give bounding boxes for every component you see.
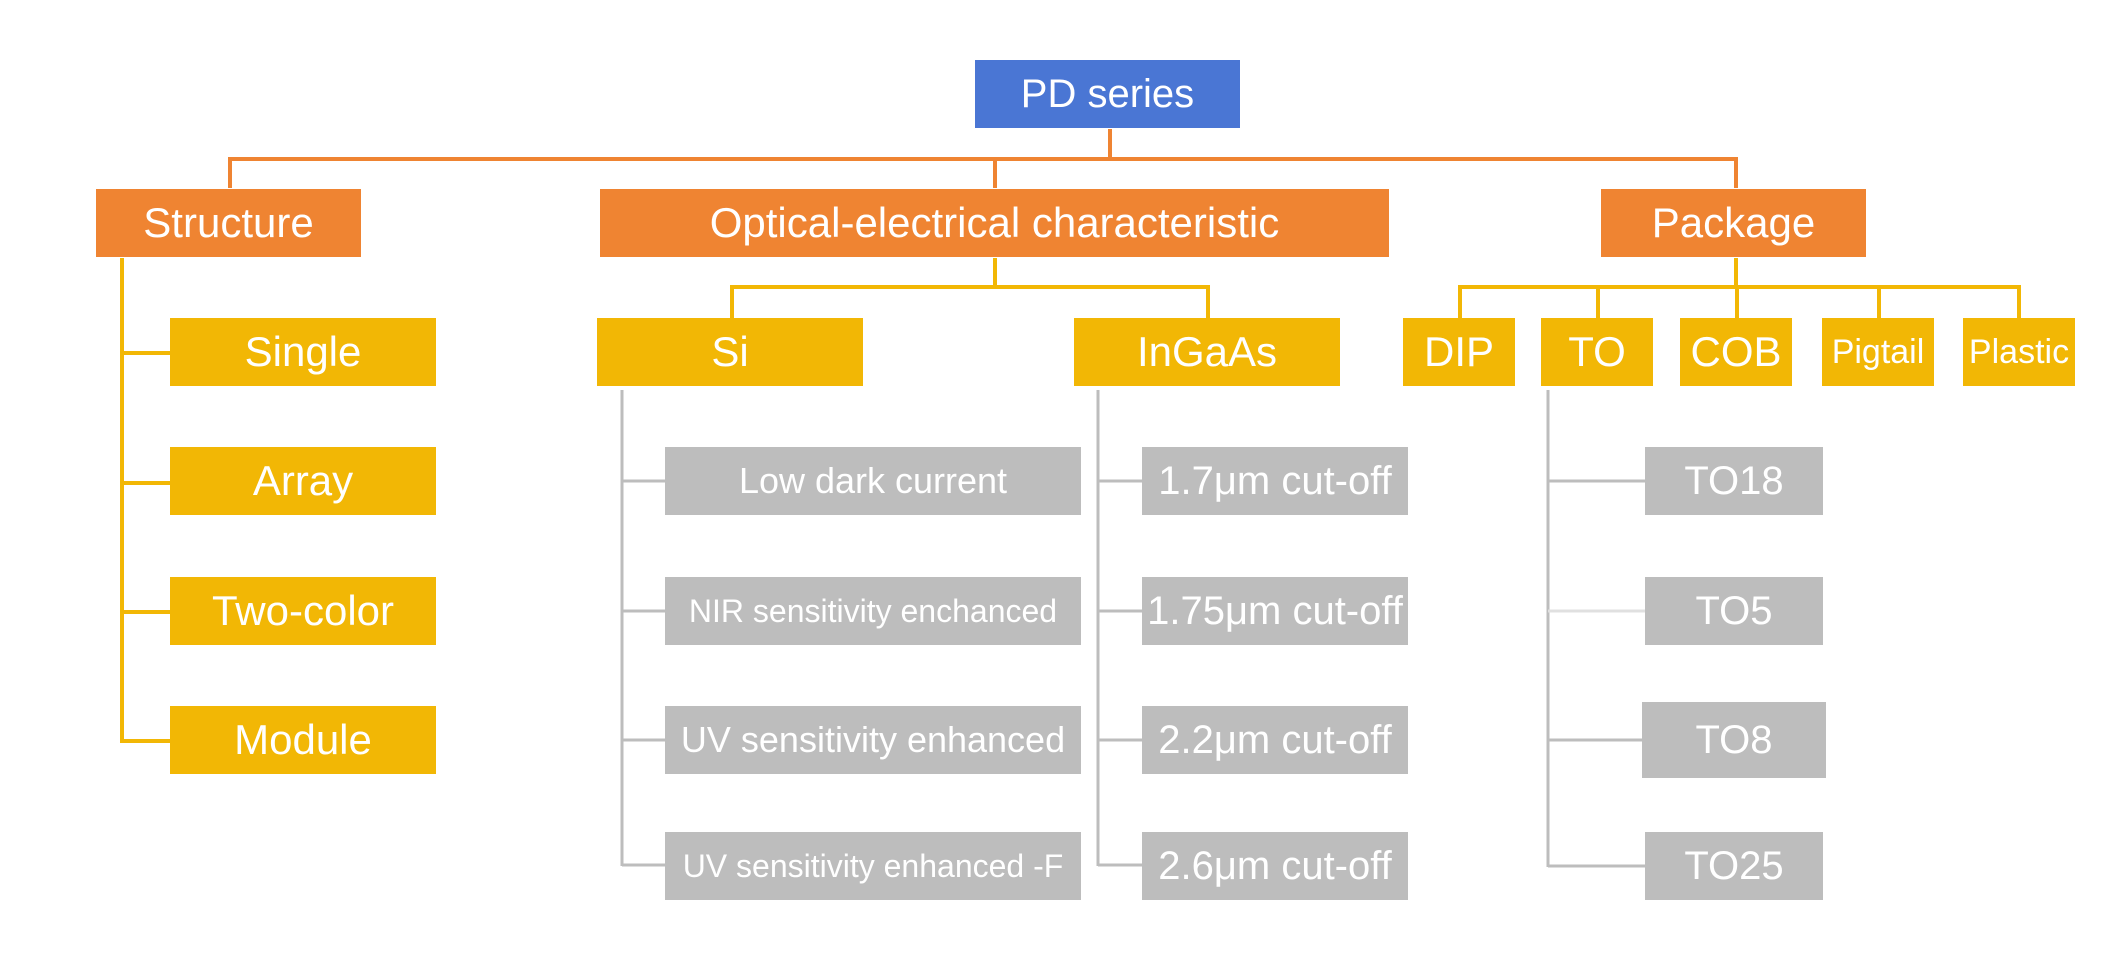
to-item-to8: TO8 bbox=[1642, 702, 1826, 778]
structure-item-array: Array bbox=[170, 447, 436, 515]
package-type-pigtail: Pigtail bbox=[1822, 318, 1934, 386]
to-item-to18: TO18 bbox=[1645, 447, 1823, 515]
package-type-to: TO bbox=[1541, 318, 1653, 386]
package-node: Package bbox=[1601, 189, 1866, 257]
si-node: Si bbox=[597, 318, 863, 386]
si-item-uv-sensitivity-f: UV sensitivity enhanced -F bbox=[665, 832, 1081, 900]
package-type-plastic: Plastic bbox=[1963, 318, 2075, 386]
ingaas-item-1-7: 1.7μm cut-off bbox=[1142, 447, 1408, 515]
si-item-low-dark-current: Low dark current bbox=[665, 447, 1081, 515]
structure-item-single: Single bbox=[170, 318, 436, 386]
si-item-uv-sensitivity: UV sensitivity enhanced bbox=[665, 706, 1081, 774]
to-item-to25: TO25 bbox=[1645, 832, 1823, 900]
branch-connectors bbox=[120, 258, 2021, 743]
ingaas-node: InGaAs bbox=[1074, 318, 1340, 386]
structure-node: Structure bbox=[96, 189, 361, 257]
ingaas-item-1-75: 1.75μm cut-off bbox=[1142, 577, 1408, 645]
to-item-to5: TO5 bbox=[1645, 577, 1823, 645]
package-type-cob: COB bbox=[1680, 318, 1792, 386]
root-connectors bbox=[228, 129, 1738, 188]
structure-item-module: Module bbox=[170, 706, 436, 774]
ingaas-item-2-2: 2.2μm cut-off bbox=[1142, 706, 1408, 774]
leaf-connectors bbox=[620, 390, 1645, 868]
package-type-dip: DIP bbox=[1403, 318, 1515, 386]
si-item-nir-sensitivity: NIR sensitivity enchanced bbox=[665, 577, 1081, 645]
root-node: PD series bbox=[975, 60, 1240, 128]
structure-item-two-color: Two-color bbox=[170, 577, 436, 645]
optical-electrical-node: Optical-electrical characteristic bbox=[600, 189, 1389, 257]
ingaas-item-2-6: 2.6μm cut-off bbox=[1142, 832, 1408, 900]
